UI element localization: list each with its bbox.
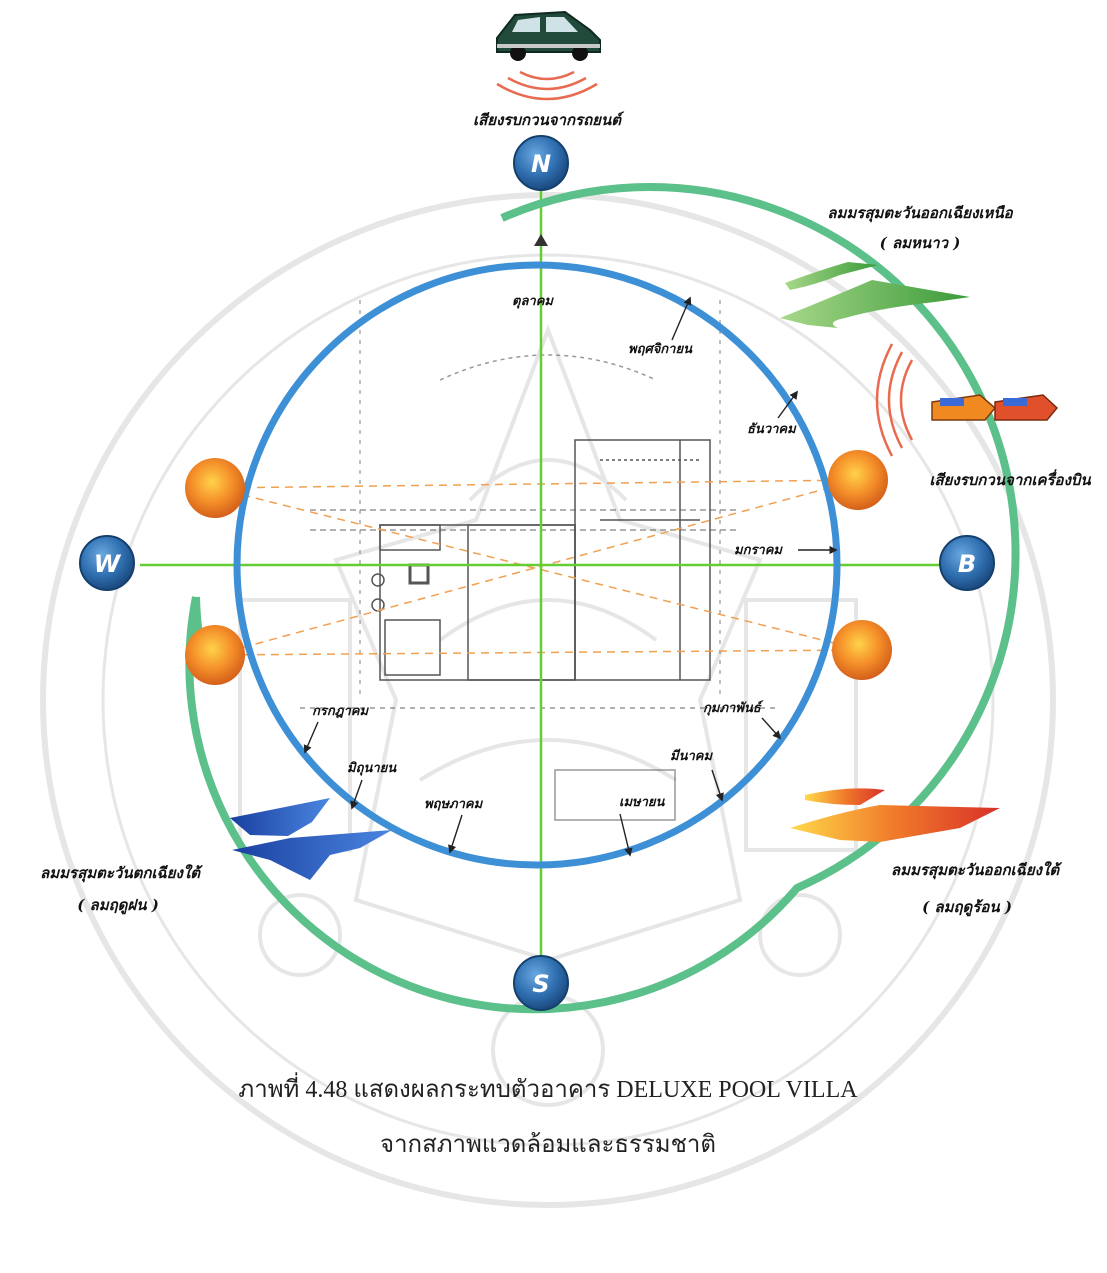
- car-icon: [496, 10, 601, 61]
- compass-west: W: [79, 535, 135, 591]
- sun-icon-east-upper: [828, 450, 888, 510]
- sun-icon-west-upper: [185, 458, 245, 518]
- wind-northeast-label: ลมมรสุมตะวันออกเฉียงเหนือ: [827, 204, 1013, 223]
- sun-icon-east-lower: [832, 620, 892, 680]
- month-label-feb: กุมภาพันธ์: [703, 700, 764, 716]
- machine-icon: [931, 394, 1059, 421]
- sun-path-lines: [214, 479, 863, 656]
- compass-south: S: [513, 955, 569, 1011]
- caption-line-1: ภาพที่ 4.48 แสดงผลกระทบตัวอาคาร DELUXE P…: [238, 1072, 858, 1103]
- compass-east-label: B: [958, 550, 976, 578]
- north-axis-arrow: [534, 234, 548, 246]
- sun-icon-west-lower: [185, 625, 245, 685]
- compass-south-label: S: [532, 970, 549, 998]
- compass-west-label: W: [94, 550, 122, 578]
- wind-southwest-note: ( ลมฤดูฝน ): [77, 896, 159, 915]
- wind-southeast-icon: [790, 788, 1000, 842]
- blue-orbit: [233, 261, 841, 869]
- month-label-dec: ธันวาคม: [747, 422, 797, 437]
- wind-southeast-label: ลมมรสุมตะวันออกเฉียงใต้: [891, 861, 1063, 880]
- month-pointer-arrows: [303, 296, 838, 857]
- compass-north-label: N: [531, 150, 551, 178]
- compass-north: N: [513, 135, 569, 191]
- machine-noise-label: เสียงรบกวนจากเครื่องบิน: [929, 469, 1091, 489]
- car-noise-label: เสียงรบกวนจากรถยนต์: [473, 111, 625, 129]
- caption-line-2: จากสภาพแวดล้อมและธรรมชาติ: [380, 1132, 716, 1158]
- wind-southwest-label: ลมมรสุมตะวันตกเฉียงใต้: [40, 864, 204, 883]
- floor-plan: [300, 300, 780, 821]
- month-label-mar: มีนาคม: [670, 748, 713, 764]
- month-label-jan: มกราคม: [734, 543, 783, 558]
- month-label-oct: ตุลาคม: [512, 294, 554, 309]
- wind-southeast-note: ( ลมฤดูร้อน ): [922, 898, 1012, 917]
- machine-noise-waves-icon: [875, 343, 914, 457]
- month-label-apr: เมษายน: [619, 795, 665, 810]
- wind-northeast-note: ( ลมหนาว ): [880, 234, 961, 252]
- wind-southwest-icon: [230, 798, 392, 880]
- month-label-jul: กรกฎาคม: [312, 704, 369, 719]
- compass-east: B: [939, 535, 995, 591]
- car-noise-waves-icon: [496, 70, 598, 101]
- month-label-nov: พฤศจิกายน: [628, 342, 693, 357]
- wind-northeast-icon: [780, 262, 970, 328]
- month-label-may: พฤษภาคม: [424, 797, 484, 812]
- month-label-jun: มิถุนายน: [347, 761, 397, 776]
